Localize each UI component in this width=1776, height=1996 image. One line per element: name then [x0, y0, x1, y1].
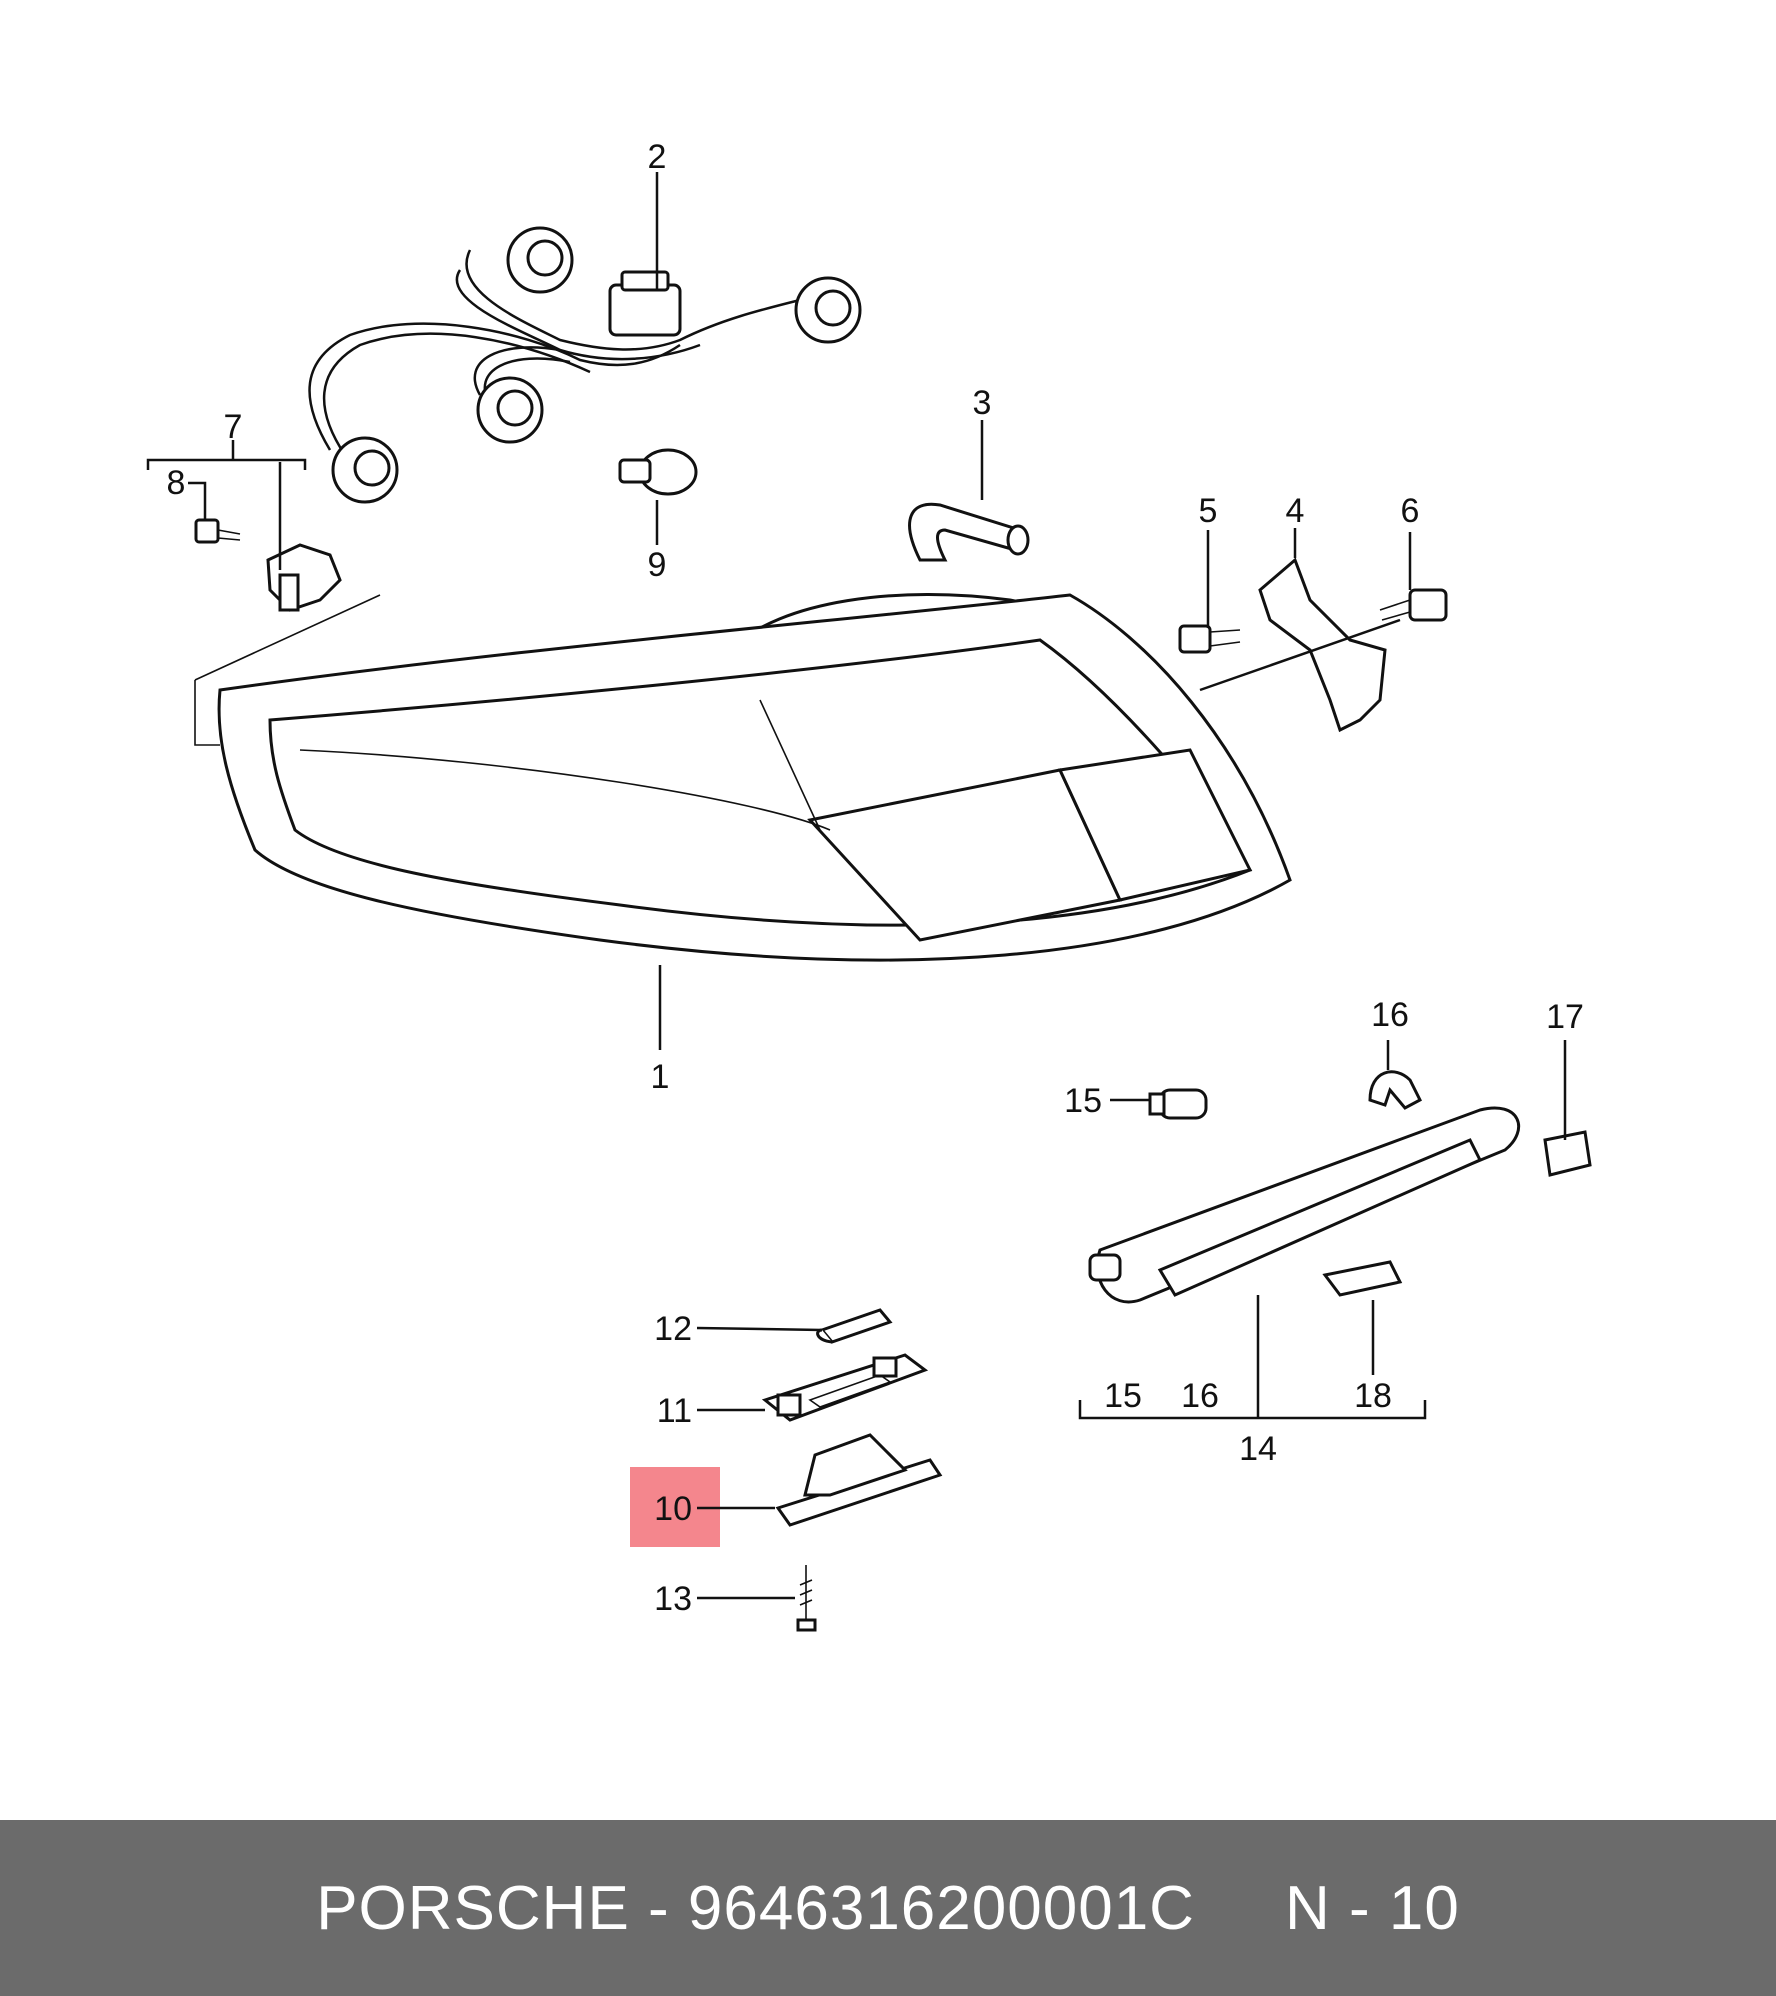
cap-17 — [1543, 1130, 1592, 1177]
parts-diagram: 2 3 5 4 6 7 8 9 1 16 17 15 15 16 18 14 1… — [146, 138, 1592, 1632]
callout-group-15: 15 — [1104, 1377, 1142, 1415]
callout-16: 16 — [1371, 996, 1409, 1034]
bracket-4 — [1258, 557, 1387, 733]
screw-6 — [1379, 588, 1448, 622]
clip-7 — [266, 543, 342, 612]
screw-13 — [796, 1565, 817, 1632]
callout-5: 5 — [1199, 492, 1218, 530]
callout-14: 14 — [1239, 1430, 1277, 1468]
pad-18 — [1322, 1260, 1403, 1297]
leader-lines — [146, 172, 1567, 1600]
callout-4: 4 — [1286, 492, 1305, 530]
screw-8 — [194, 518, 241, 544]
callout-3: 3 — [973, 384, 992, 422]
screw-5 — [1178, 624, 1241, 654]
footer-dash: - — [648, 1873, 670, 1943]
hose-3 — [908, 502, 1030, 562]
callout-6: 6 — [1401, 492, 1420, 530]
tail-lamp — [194, 592, 1292, 1050]
bulb-15 — [1148, 1088, 1208, 1120]
callout-10: 10 — [654, 1490, 692, 1528]
callout-9: 9 — [648, 546, 667, 584]
callout-2: 2 — [648, 138, 667, 176]
callout-11: 11 — [657, 1392, 692, 1430]
bulb-12 — [816, 1308, 893, 1344]
clip-16 — [1368, 1070, 1422, 1110]
lens-11 — [761, 1353, 929, 1422]
callout-group-16: 16 — [1181, 1377, 1219, 1415]
footer-caption: PORSCHE - 9646316200001C N - 10 — [316, 1873, 1460, 1944]
callout-7: 7 — [224, 408, 243, 446]
brake-light-14 — [1088, 1106, 1521, 1304]
footer-bar: PORSCHE - 9646316200001C N - 10 — [0, 1820, 1776, 1996]
position-label: N - 10 — [1284, 1873, 1460, 1943]
bulb-9 — [618, 448, 698, 545]
part-number: 9646316200001C — [687, 1873, 1195, 1943]
callout-1: 1 — [651, 1058, 670, 1096]
wiring-harness — [308, 226, 862, 504]
callout-12: 12 — [654, 1310, 692, 1348]
callout-8: 8 — [167, 464, 186, 502]
callout-17: 17 — [1546, 998, 1584, 1036]
brand-name: PORSCHE — [316, 1873, 630, 1943]
callout-18: 18 — [1354, 1377, 1392, 1415]
lamp-housing-10 — [775, 1433, 943, 1527]
callout-13: 13 — [654, 1580, 692, 1618]
callout-15: 15 — [1064, 1082, 1102, 1120]
